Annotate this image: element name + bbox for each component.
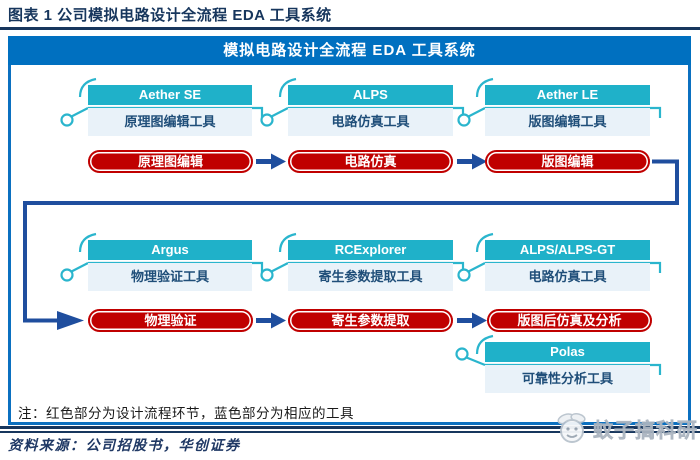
figure-title: 图表 1 公司模拟电路设计全流程 EDA 工具系统 xyxy=(8,7,332,24)
tool-desc-box: 寄生参数提取工具 xyxy=(288,263,453,291)
footer-divider-top xyxy=(0,426,700,429)
tool-desc-box: 物理验证工具 xyxy=(88,263,252,291)
tool-name-box: RCExplorer xyxy=(288,240,453,260)
tool-name-box: ALPS/ALPS-GT xyxy=(485,240,650,260)
diagram-banner-title: 模拟电路设计全流程 EDA 工具系统 xyxy=(8,36,691,65)
tool-desc-box: 原理图编辑工具 xyxy=(88,108,252,136)
source-text: 资料来源：公司招股书，华创证券 xyxy=(8,439,241,454)
tool-group-argus: Argus 物理验证工具 xyxy=(88,240,252,291)
tool-name-box: Argus xyxy=(88,240,252,260)
tool-group-rcexplorer: RCExplorer 寄生参数提取工具 xyxy=(288,240,453,291)
footer-divider-bottom xyxy=(0,430,700,433)
tool-desc-box: 版图编辑工具 xyxy=(485,108,650,136)
flow-step-post-layout-sim: 版图后仿真及分析 xyxy=(487,309,652,332)
mosquito-icon xyxy=(557,413,586,443)
flow-step-physical-verification: 物理验证 xyxy=(88,309,253,332)
tool-group-alps-gt: ALPS/ALPS-GT 电路仿真工具 xyxy=(485,240,650,291)
tool-desc-box: 可靠性分析工具 xyxy=(485,365,650,393)
tool-name-box: ALPS xyxy=(288,85,453,105)
tool-desc-box: 电路仿真工具 xyxy=(485,263,650,291)
tool-name-box: Polas xyxy=(485,342,650,362)
flow-step-circuit-simulation: 电路仿真 xyxy=(288,150,453,173)
watermark-text: 蚊子搞科研 xyxy=(593,419,698,442)
title-divider xyxy=(0,27,700,30)
tool-group-polas: Polas 可靠性分析工具 xyxy=(485,342,650,393)
tool-name-box: Aether SE xyxy=(88,85,252,105)
flow-step-layout-editing: 版图编辑 xyxy=(485,150,650,173)
watermark: 蚊子搞科研 xyxy=(554,411,698,445)
legend-note: 注：红色部分为设计流程环节，蓝色部分为相应的工具 xyxy=(18,406,354,421)
tool-group-aether-se: Aether SE 原理图编辑工具 xyxy=(88,85,252,136)
tool-name-box: Aether LE xyxy=(485,85,650,105)
tool-group-aether-le: Aether LE 版图编辑工具 xyxy=(485,85,650,136)
tool-group-alps: ALPS 电路仿真工具 xyxy=(288,85,453,136)
flow-step-schematic-editing: 原理图编辑 xyxy=(88,150,253,173)
flow-step-parasitic-extraction: 寄生参数提取 xyxy=(288,309,453,332)
tool-desc-box: 电路仿真工具 xyxy=(288,108,453,136)
